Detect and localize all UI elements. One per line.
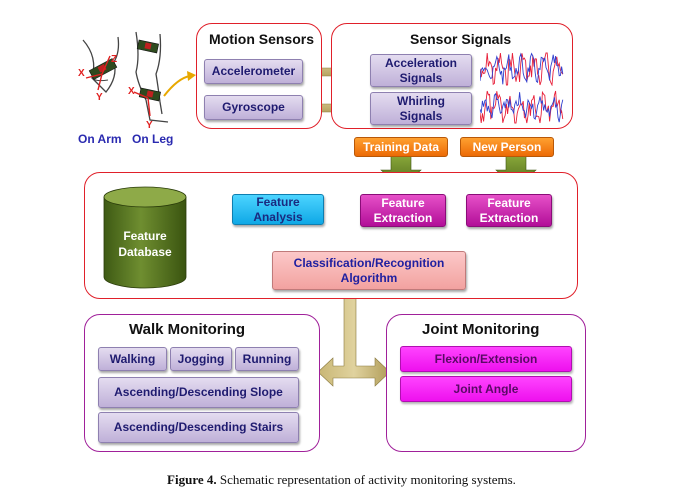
whirling-signals-box: Whirling Signals — [370, 92, 472, 125]
gyroscope-box: Gyroscope — [204, 95, 303, 120]
new-person-box: New Person — [460, 137, 554, 157]
acceleration-waveform — [480, 52, 564, 86]
training-data-box: Training Data — [354, 137, 448, 157]
acceleration-signals-box: Acceleration Signals — [370, 54, 472, 87]
feature-database-line2: Database — [118, 245, 172, 259]
whirling-signals-line2: Signals — [399, 108, 443, 123]
accelerometer-box: Accelerometer — [204, 59, 303, 84]
walking-box: Walking — [98, 347, 167, 371]
figure-caption-text: Schematic representation of activity mon… — [216, 472, 516, 487]
feature-analysis-box: Feature Analysis — [232, 194, 324, 225]
feature-analysis-line2: Analysis — [253, 209, 303, 224]
axis-label-x-leg: X — [128, 86, 135, 97]
stairs-box: Ascending/Descending Stairs — [98, 412, 299, 443]
sensor-placement-illustration: X Z Y X Y — [78, 31, 169, 131]
slope-box: Ascending/Descending Slope — [98, 377, 299, 408]
walk-monitoring-title: Walk Monitoring — [129, 321, 246, 338]
axis-label-x-arm: X — [78, 68, 85, 79]
feature-database-cylinder — [103, 186, 187, 289]
arm-outline — [82, 36, 120, 93]
feature-extraction-newperson-line1: Feature — [487, 195, 531, 210]
arrow-classification-to-monitoring — [317, 297, 391, 387]
classification-algorithm-box: Classification/Recognition Algorithm — [272, 251, 466, 290]
feature-extraction-training-line1: Feature — [381, 195, 425, 210]
classification-line2: Algorithm — [340, 270, 398, 285]
feature-extraction-training-box: Feature Extraction — [360, 194, 446, 227]
axis-label-y-arm: Y — [96, 92, 103, 103]
feature-extraction-training-line2: Extraction — [373, 210, 433, 225]
on-leg-label: On Leg — [132, 132, 174, 146]
sensor-signals-title: Sensor Signals — [410, 31, 512, 47]
on-arm-label: On Arm — [78, 132, 122, 146]
feature-extraction-newperson-box: Feature Extraction — [466, 194, 552, 227]
acceleration-signals-line1: Acceleration — [384, 55, 458, 70]
flexion-extension-box: Flexion/Extension — [400, 346, 572, 372]
joint-monitoring-title: Joint Monitoring — [422, 321, 540, 338]
feature-extraction-newperson-line2: Extraction — [479, 210, 539, 225]
figure-caption-label: Figure 4. — [167, 472, 217, 487]
feature-analysis-line1: Feature — [256, 194, 300, 209]
axis-label-z-arm: Z — [111, 54, 117, 65]
whirling-waveform — [480, 90, 564, 124]
acceleration-signals-line2: Signals — [399, 70, 443, 85]
classification-line1: Classification/Recognition — [293, 255, 445, 270]
figure-caption: Figure 4. Schematic representation of ac… — [0, 472, 683, 488]
running-box: Running — [235, 347, 299, 371]
motion-sensors-title: Motion Sensors — [209, 31, 315, 47]
joint-angle-box: Joint Angle — [400, 376, 572, 402]
feature-database-label: Feature Database — [100, 228, 190, 260]
jogging-box: Jogging — [170, 347, 232, 371]
feature-database-line1: Feature — [123, 229, 167, 243]
whirling-signals-line1: Whirling — [397, 93, 445, 108]
axis-label-y-leg: Y — [146, 120, 153, 131]
